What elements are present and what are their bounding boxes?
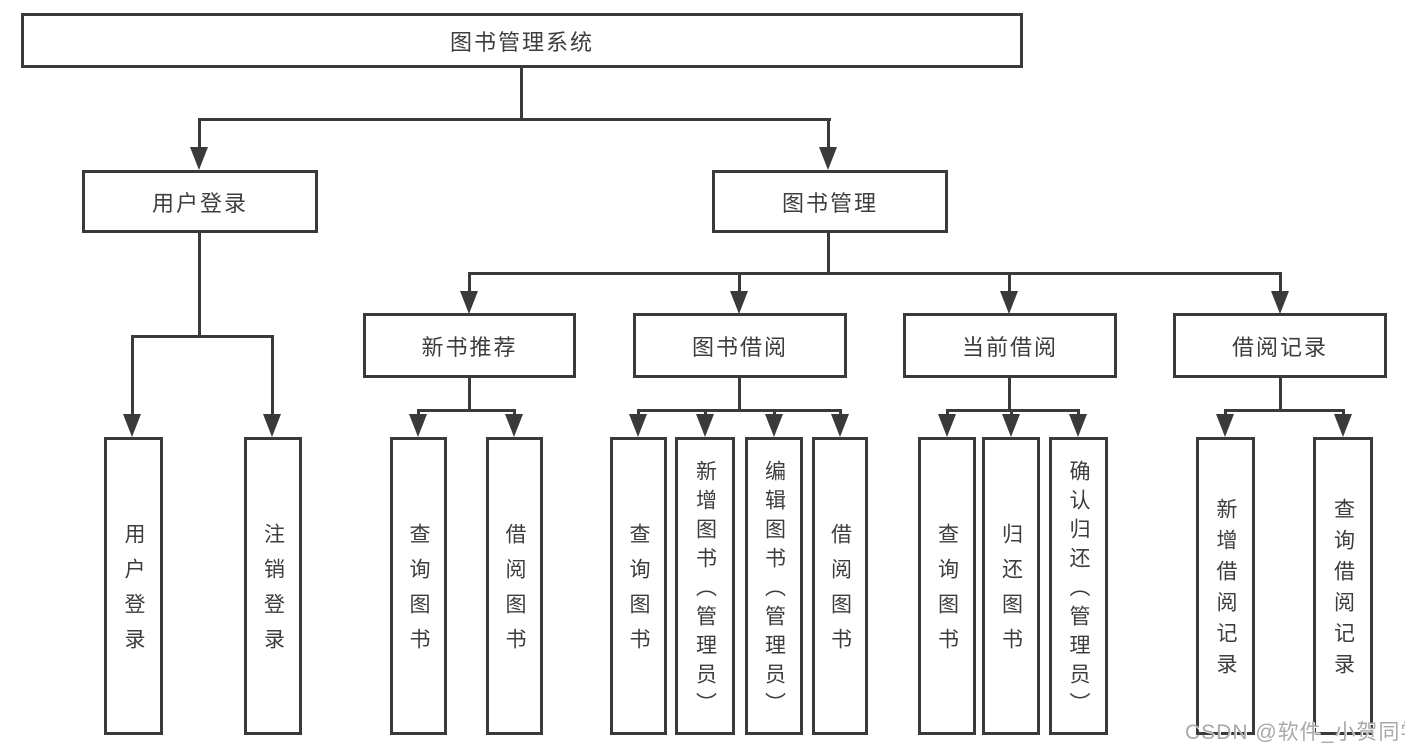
connector-stem (468, 272, 471, 294)
node-book-mgmt: 图书管理 (712, 170, 948, 233)
leaf-label: 新增图书（管理员） (693, 459, 717, 721)
leaf-label: 归还图书 (999, 523, 1023, 663)
leaf-label: 新增借阅记录 (1214, 498, 1237, 684)
connector-borrow-records-horizontal (1224, 409, 1345, 412)
arrow-down-icon (1334, 414, 1352, 437)
connector-book-borrow-horizontal (637, 409, 842, 412)
arrow-down-icon (765, 414, 783, 437)
connector-borrow-records-vertical (1279, 378, 1282, 411)
leaf-query-borrow-record: 查询借阅记录 (1313, 437, 1373, 735)
leaf-label: 编辑图书（管理员） (762, 459, 786, 721)
node-user-login: 用户登录 (82, 170, 318, 233)
connector-stem-user-login (198, 118, 201, 150)
leaf-label: 借阅图书 (828, 523, 852, 663)
connector-stem (1008, 272, 1011, 294)
leaf-add-books-admin: 新增图书（管理员） (675, 437, 735, 735)
connector-current-borrow-vertical (1008, 378, 1011, 411)
connector-stem (271, 335, 274, 423)
leaf-label: 查询图书 (935, 523, 959, 663)
connector-stem (738, 272, 741, 294)
leaf-logout: 注销登录 (244, 437, 302, 735)
node-root-label: 图书管理系统 (449, 29, 594, 55)
arrow-down-icon (696, 414, 714, 437)
leaf-query-books-2: 查询图书 (610, 437, 667, 735)
leaf-return-books: 归还图书 (982, 437, 1040, 735)
leaf-label: 借阅图书 (503, 523, 526, 663)
arrow-down-icon (1002, 414, 1020, 437)
arrow-down-icon (409, 414, 427, 437)
arrow-down-icon (938, 414, 956, 437)
arrow-down-icon (1069, 414, 1087, 437)
leaf-borrow-books-2: 借阅图书 (812, 437, 868, 735)
connector-new-books-vertical (468, 378, 471, 411)
leaf-query-books-3: 查询图书 (918, 437, 976, 735)
node-new-books: 新书推荐 (363, 313, 576, 378)
connector-stem-book-mgmt (827, 118, 830, 150)
leaf-label: 用户登录 (122, 523, 145, 663)
leaf-edit-books-admin: 编辑图书（管理员） (745, 437, 803, 735)
connector-root-horizontal (198, 118, 831, 121)
arrow-down-icon (190, 147, 208, 170)
leaf-borrow-books-1: 借阅图书 (486, 437, 543, 735)
node-root: 图书管理系统 (21, 13, 1023, 68)
leaf-user-login: 用户登录 (104, 437, 163, 735)
connector-stem (1279, 272, 1282, 294)
node-new-books-label: 新书推荐 (421, 334, 518, 360)
leaf-confirm-return-admin: 确认归还（管理员） (1049, 437, 1108, 735)
node-borrow-records-label: 借阅记录 (1231, 334, 1328, 360)
node-current-borrow: 当前借阅 (903, 313, 1117, 378)
connector-user-login-vertical (198, 233, 201, 337)
node-current-borrow-label: 当前借阅 (961, 334, 1058, 360)
connector-current-borrow-horizontal (946, 409, 1080, 412)
connector-book-mgmt-horizontal (468, 272, 1282, 275)
arrow-down-icon (460, 291, 478, 314)
arrow-down-icon (123, 414, 141, 437)
arrow-down-icon (819, 147, 837, 170)
arrow-down-icon (730, 291, 748, 314)
connector-user-login-horizontal (131, 335, 274, 338)
connector-book-borrow-vertical (738, 378, 741, 411)
connector-root-vertical (520, 66, 523, 120)
arrow-down-icon (629, 414, 647, 437)
leaf-add-borrow-record: 新增借阅记录 (1196, 437, 1255, 735)
arrow-down-icon (1271, 291, 1289, 314)
leaf-label: 查询借阅记录 (1331, 498, 1355, 684)
node-book-mgmt-label: 图书管理 (781, 190, 878, 216)
leaf-label: 注销登录 (261, 523, 285, 663)
leaf-query-books-1: 查询图书 (390, 437, 447, 735)
leaf-label: 查询图书 (627, 523, 650, 663)
connector-new-books-horizontal (417, 409, 516, 412)
node-user-login-label: 用户登录 (151, 190, 248, 216)
arrow-down-icon (505, 414, 523, 437)
csdn-watermark: CSDN @软件_小贺同学 (1185, 721, 1405, 744)
arrow-down-icon (831, 414, 849, 437)
connector-stem (131, 335, 134, 423)
leaf-label: 查询图书 (407, 523, 430, 663)
node-book-borrow: 图书借阅 (633, 313, 847, 378)
leaf-label: 确认归还（管理员） (1067, 459, 1090, 721)
connector-book-mgmt-vertical (827, 233, 830, 274)
arrow-down-icon (1216, 414, 1234, 437)
arrow-down-icon (263, 414, 281, 437)
node-borrow-records: 借阅记录 (1173, 313, 1387, 378)
node-book-borrow-label: 图书借阅 (691, 334, 788, 360)
arrow-down-icon (1000, 291, 1018, 314)
